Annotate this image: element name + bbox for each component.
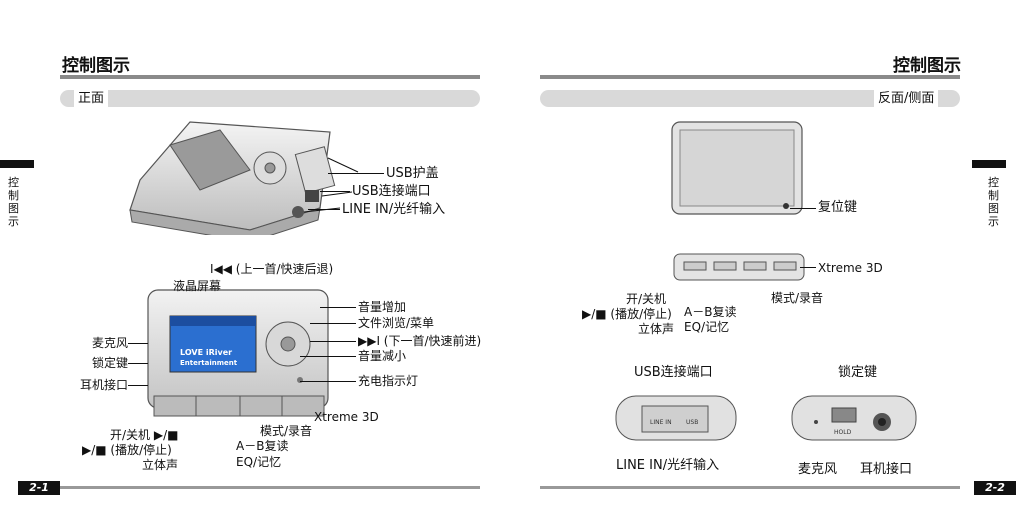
label-xtreme-top: Xtreme 3D [818,261,883,275]
leader-hold [128,363,148,364]
player-top-illustration [129,121,359,235]
leader-earphone [128,385,148,386]
side-tab-left [0,160,34,168]
player-side-hold: HOLD [791,395,917,441]
player-top-view [673,253,805,281]
label-eq-memory: EQ/记忆 [236,455,282,469]
footer-rule-left [60,486,480,489]
label-volume-up: 音量增加 [358,300,407,314]
side-tab-right [972,160,1006,168]
label-hold-side: 锁定键 [838,365,878,380]
usb-port-print: USB [686,419,698,426]
leader-charge-led [300,381,356,382]
footer-rule-right [540,486,960,489]
label-power-top: 开/关机 [626,292,667,306]
leader-volume-down [300,356,356,357]
label-charge-led: 充电指示灯 [358,374,419,388]
leader-usb-port [320,191,350,192]
player-side-usb: LINE IN USB [615,395,737,441]
title-rule-right [540,75,960,79]
section-bar-right [540,90,960,107]
label-usb-port: USB连接端口 [352,184,431,199]
section-bar-left [60,90,480,107]
label-play-stop: ▶/■ (播放/停止) [82,443,172,457]
label-usb-port-side: USB连接端口 [634,365,713,380]
label-microphone: 麦克风 [92,336,129,350]
side-tab-text-right: 控制图示 [988,176,999,228]
lcd-text-line2: Entertainment [180,359,238,367]
label-ab-repeat: A－B复读 [236,439,289,453]
leader-volume-up [320,307,356,308]
label-power-button: 开/关机 ▶/■ [110,428,179,442]
player-front-illustration: LOVE iRiver Entertainment [147,289,329,417]
label-stereo-top: 立体声 [638,322,675,336]
label-eq-top: EQ/记忆 [684,320,730,334]
label-mode-top: 模式/录音 [771,291,824,305]
title-rule-left [60,75,480,79]
leader-usb-cover [328,173,384,174]
player-back-illustration [671,121,803,215]
label-reset-button: 复位键 [818,200,858,215]
leader-xtreme-top [800,267,816,268]
label-xtreme-3d: Xtreme 3D [314,410,379,424]
section-label-back-side: 反面/侧面 [874,90,939,107]
page-title-left: 控制图示 [62,56,130,76]
label-next-button: ▶▶I (下一首/快速前进) [358,334,482,348]
page-number-left: 2-1 [18,481,60,495]
line-in-port-print: LINE IN [650,419,672,426]
label-volume-down: 音量减小 [358,349,407,363]
label-prev-button: I◀◀ (上一首/快速后退) [210,262,334,276]
label-stereo: 立体声 [142,458,179,472]
label-usb-cover: USB护盖 [386,166,439,181]
section-label-front: 正面 [74,90,109,107]
lcd-text-line1: LOVE iRiver [180,348,232,357]
leader-reset [790,208,816,209]
label-lcd-screen: 液晶屏幕 [173,279,222,293]
label-hold-switch: 锁定键 [92,356,129,370]
page-title-right: 控制图示 [893,56,961,76]
label-mode-record: 模式/录音 [260,424,313,438]
page-number-right: 2-2 [974,481,1016,495]
label-navi-menu: 文件浏览/菜单 [358,316,435,330]
label-earphone-side: 耳机接口 [860,462,913,477]
side-tab-text-left: 控制图示 [8,176,19,228]
label-line-in: LINE IN/光纤输入 [342,202,446,217]
label-earphone-jack: 耳机接口 [80,378,129,392]
leader-mic [128,343,148,344]
label-ab-top: A－B复读 [684,305,737,319]
label-play-top: ▶/■ (播放/停止) [582,307,672,321]
label-mic-side: 麦克风 [798,462,838,477]
leader-next [310,341,356,342]
label-line-in-side: LINE IN/光纤输入 [616,458,720,473]
leader-navi [310,323,356,324]
hold-switch-print: HOLD [834,429,852,436]
leader-line-in [308,209,340,210]
